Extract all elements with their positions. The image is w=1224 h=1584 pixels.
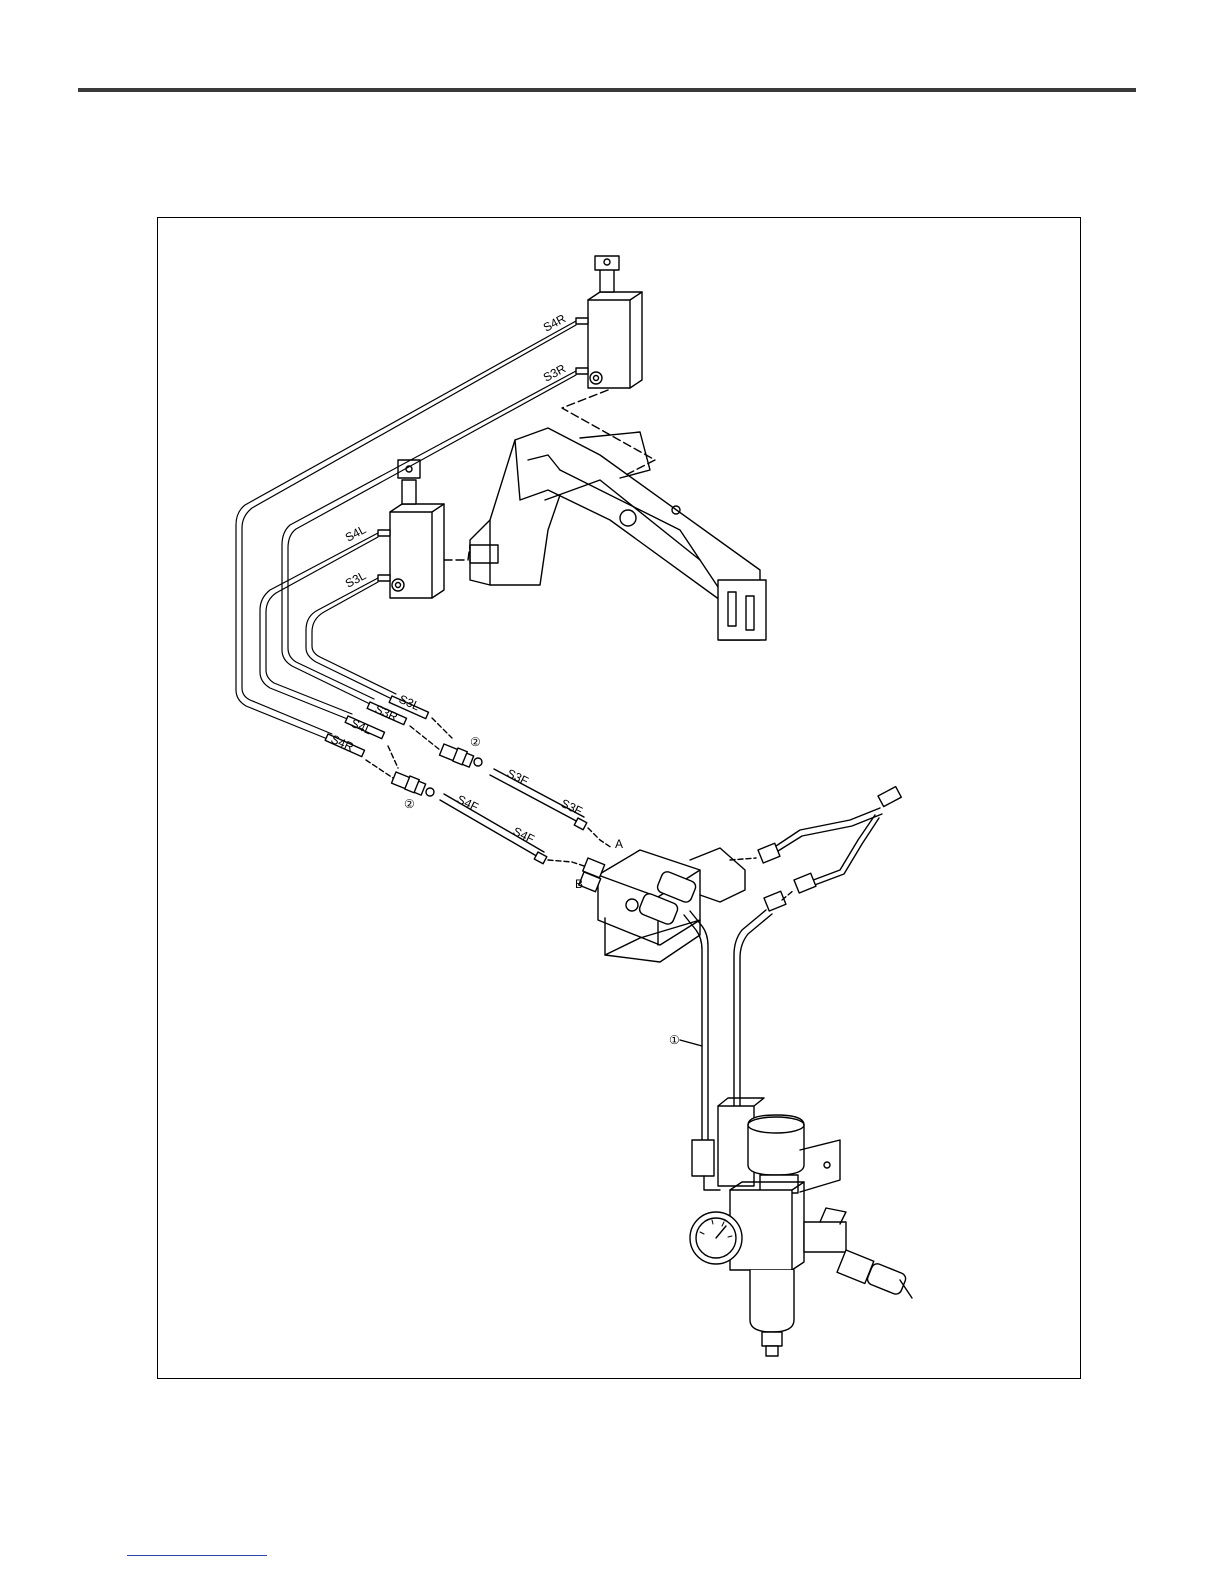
- left-cylinder: [378, 460, 444, 598]
- label-s3l-top: S3L: [343, 568, 369, 591]
- sensor-cable: [730, 787, 901, 1112]
- right-cylinder: [576, 256, 642, 388]
- arm-bracket: [470, 428, 766, 640]
- footer-link-underline: [127, 1555, 267, 1556]
- fitting-lower: [392, 772, 434, 796]
- callout-fitting-upper: ②: [470, 735, 481, 749]
- filter-regulator: [690, 1098, 912, 1356]
- label-port-b: B: [575, 877, 583, 891]
- label-port-a: A: [615, 837, 623, 851]
- callout-air-hose: ①: [669, 1033, 680, 1047]
- labels: S4R S3R S4L S3L S3L S3R S4L S4R S3F S3F …: [329, 311, 680, 1047]
- callout-fitting-lower: ②: [404, 797, 415, 811]
- label-s4l-top: S4L: [343, 522, 369, 545]
- valve-manifold: [579, 848, 745, 962]
